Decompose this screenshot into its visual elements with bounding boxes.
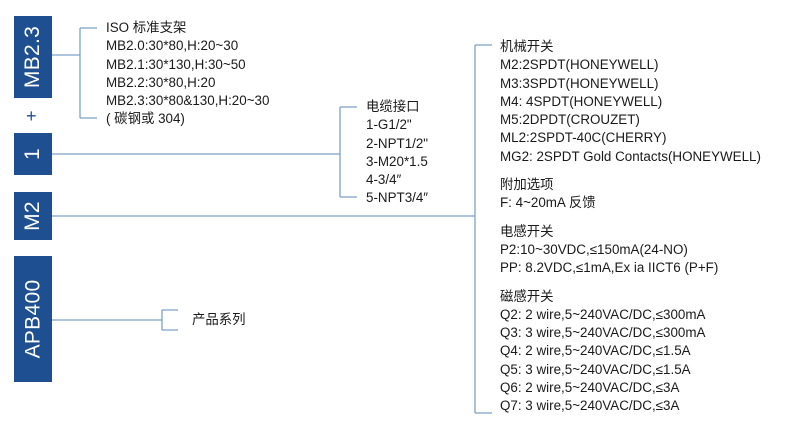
mechanical-option: M4: 4SPDT(HONEYWELL) (500, 93, 663, 109)
connector-conduit (52, 106, 357, 198)
bracket-option: MB2.2:30*80,H:20 (106, 74, 216, 90)
code-box-bracket: MB2.3 (14, 16, 52, 98)
magnetic-option: Q5: 3 wire,5~240VAC/DC,≤1.5A (500, 361, 691, 377)
mechanical-option: ML2:2SPDT-40C(CHERRY) (500, 130, 667, 146)
magnetic-option: Q2: 2 wire,5~240VAC/DC,≤300mA (500, 306, 706, 322)
code-box-product-label: APB400 (21, 279, 45, 359)
bracket-title: ISO 标准支架 (106, 20, 187, 35)
conduit-option: 5-NPT3/4″ (366, 190, 429, 206)
inductive-option: P2:10~30VDC,≤150mA(24-NO) (500, 241, 688, 257)
code-box-conduit: 1 (14, 133, 52, 175)
conduit-option: 4-3/4″ (366, 172, 402, 188)
code-box-bracket-label: MB2.3 (21, 25, 45, 89)
switch-options: 机械开关 M2:2SPDT(HONEYWELL) M3:3SPDT(HONEYW… (500, 38, 761, 416)
conduit-option: 2-NPT1/2" (366, 135, 429, 151)
magnetic-option: Q3: 3 wire,5~240VAC/DC,≤300mA (500, 325, 706, 341)
bracket-option: ( 碳钢或 304) (106, 111, 185, 127)
plus-sign: + (26, 106, 37, 126)
bracket-option: MB2.3:30*80&130,H:20~30 (106, 93, 270, 109)
mechanical-option: M2:2SPDT(HONEYWELL) (500, 57, 659, 73)
code-box-product: APB400 (14, 256, 52, 382)
connector-switches (52, 44, 492, 414)
bracket-options: ISO 标准支架 MB2.0:30*80,H:20~30 MB2.1:30*13… (106, 19, 269, 129)
magnetic-title: 磁感开关 (500, 288, 554, 304)
bracket-option: MB2.0:30*80,H:20~30 (106, 38, 239, 54)
inductive-title: 电感开关 (500, 223, 554, 239)
mechanical-title: 机械开关 (500, 39, 554, 54)
conduit-options: 电缆接口 1-G1/2" 2-NPT1/2" 3-M20*1.5 4-3/4″ … (366, 98, 428, 208)
code-box-switch-label: M2 (21, 201, 44, 231)
magnetic-option: Q6: 2 wire,5~240VAC/DC,≤3A (500, 380, 680, 396)
mechanical-option: MG2: 2SPDT Gold Contacts(HONEYWELL) (500, 148, 761, 164)
bracket-option: MB2.1:30*130,H:30~50 (106, 56, 246, 72)
conduit-title: 电缆接口 (366, 99, 420, 114)
code-box-conduit-label: 1 (20, 148, 44, 160)
addon-option: F: 4~20mA 反馈 (500, 195, 596, 211)
connector-product (52, 309, 178, 331)
magnetic-option: Q7: 3 wire,5~240VAC/DC,≤3A (500, 398, 680, 414)
conduit-option: 1-G1/2" (366, 117, 412, 133)
connector-bracket (52, 27, 97, 119)
magnetic-option: Q4: 2 wire,5~240VAC/DC,≤1.5A (500, 343, 691, 359)
inductive-option: PP: 8.2VDC,≤1mA,Ex ia IICT6 (P+F) (500, 260, 719, 276)
code-box-switch: M2 (14, 192, 52, 240)
product-series-label: 产品系列 (192, 312, 246, 327)
mechanical-option: M5:2DPDT(CROUZET) (500, 112, 640, 128)
product-series: 产品系列 (192, 311, 246, 329)
conduit-option: 3-M20*1.5 (366, 153, 428, 169)
addon-title: 附加选项 (500, 177, 554, 193)
mechanical-option: M3:3SPDT(HONEYWELL) (500, 75, 659, 91)
